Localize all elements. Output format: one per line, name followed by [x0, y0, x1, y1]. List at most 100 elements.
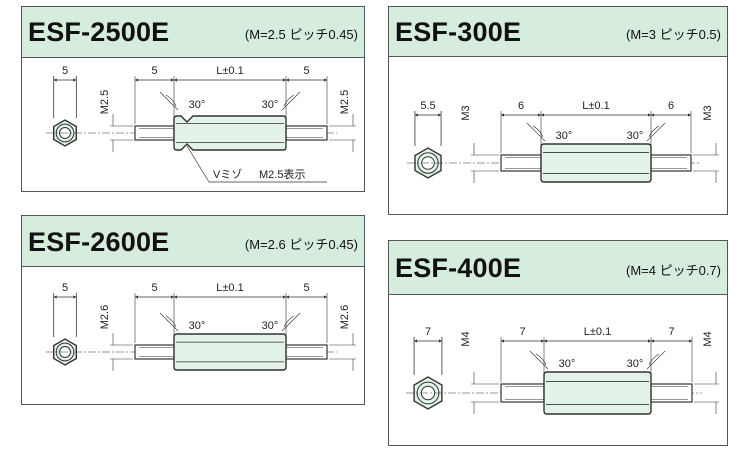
angle-right-label: 30°	[627, 130, 644, 142]
spacer-body	[540, 143, 652, 183]
arrowhead	[544, 339, 547, 343]
right-stud-length-label: 5	[303, 65, 309, 77]
hex-width-label: 7	[425, 326, 431, 338]
angle-left-label: 30°	[559, 358, 576, 370]
arrowhead	[324, 295, 327, 299]
spacer-body	[173, 115, 287, 151]
body-length-label: L±0.1	[216, 65, 243, 77]
left-stud-length-label: 5	[151, 65, 157, 77]
angle-arc-left	[165, 315, 177, 328]
arrowhead	[286, 295, 289, 299]
angle-right-label: 30°	[627, 358, 644, 370]
angle-left-label: 30°	[556, 130, 573, 142]
spacer-body	[543, 371, 652, 415]
angle-leader-right	[646, 350, 666, 370]
right-thread-stud	[285, 125, 328, 141]
panel-esf-2500e: ESF-2500E (M=2.5 ピッチ0.45) 5 5 L±0.1 5 30° 30°…	[21, 6, 365, 192]
body-length-label: L±0.1	[582, 100, 609, 112]
right-stud-length-label: 5	[303, 282, 309, 294]
arrowhead	[53, 78, 57, 82]
arrowhead	[438, 339, 442, 343]
thread-diameter-label-left: M2.5	[99, 90, 111, 114]
body-length-label: L±0.1	[216, 282, 243, 294]
arrowhead	[651, 113, 654, 117]
thread-diameter-label-left: M2.6	[99, 305, 111, 329]
arrowhead	[648, 113, 651, 117]
arrowhead	[324, 78, 327, 82]
panel-title: ESF-2600E	[28, 227, 170, 257]
left-stud-length-label: 6	[518, 100, 524, 112]
right-thread-stud	[285, 344, 328, 360]
angle-leader-left	[159, 91, 179, 111]
groove-leader	[186, 145, 210, 183]
thread-mark-note-label: M2.5表示	[259, 167, 305, 181]
angle-leader-left	[526, 122, 546, 142]
angle-arc-left	[532, 125, 544, 138]
angle-right-label: 30°	[262, 99, 279, 111]
arrowhead	[286, 78, 289, 82]
left-stud-length-label: 7	[519, 326, 525, 338]
left-stud-length-label: 5	[151, 282, 157, 294]
panel-esf-2600e: ESF-2600E (M=2.6 ピッチ0.45) 5 5 L±0.1 5 30° 30°…	[21, 215, 365, 405]
left-thread-stud	[134, 344, 175, 360]
arrowhead	[689, 339, 692, 343]
left-thread-stud	[134, 125, 175, 141]
arrowhead	[688, 113, 691, 117]
arrowhead	[135, 295, 138, 299]
spacer-drawing: 5 5 L±0.1 5 30° 30° M2.6 M2.6	[46, 282, 356, 371]
arrowhead	[538, 113, 541, 117]
arrowhead	[501, 339, 504, 343]
angle-arc-right	[283, 94, 295, 107]
arrowhead	[171, 78, 174, 82]
angle-leader-right	[281, 312, 301, 332]
panel-title: ESF-400E	[395, 253, 522, 283]
angle-left-label: 30°	[189, 320, 206, 332]
arrowhead	[171, 295, 174, 299]
panel-title: ESF-2500E	[28, 17, 170, 47]
arrowhead	[135, 78, 138, 82]
arrowhead	[73, 295, 77, 299]
spacer-body	[173, 333, 287, 371]
thread-diameter-label-right: M3	[702, 105, 714, 120]
angle-arc-left	[165, 94, 177, 107]
thread-diameter-label-right: M2.6	[339, 305, 351, 329]
arrowhead	[648, 339, 651, 343]
arrowhead	[438, 113, 442, 117]
body-length-label: L±0.1	[584, 326, 611, 338]
angle-left-label: 30°	[189, 99, 206, 111]
thread-spec: (M=2.6 ピッチ0.45)	[244, 237, 358, 252]
right-stud-length-label: 7	[668, 326, 674, 338]
panel-header: ESF-300E (M=3 ピッチ0.5)	[389, 7, 727, 57]
angle-leader-right	[646, 122, 666, 142]
thread-diameter-label-left: M3	[460, 105, 472, 120]
thread-diameter-label-left: M4	[460, 331, 472, 346]
hex-width-label: 5	[62, 282, 68, 294]
arrowhead	[541, 113, 544, 117]
arrowhead	[541, 339, 544, 343]
arrowhead	[414, 113, 418, 117]
panel-title: ESF-300E	[395, 17, 522, 47]
hex-width-label: 5	[62, 65, 68, 77]
thread-spec: (M=4 ピッチ0.7)	[626, 263, 721, 278]
angle-arc-right	[283, 315, 295, 328]
panel-esf-400e: ESF-400E (M=4 ピッチ0.7) 7 7 L±0.1 7 30° 30° M4 M4	[388, 240, 728, 446]
thread-diameter-label-right: M4	[702, 331, 714, 346]
arrowhead	[283, 295, 286, 299]
angle-arc-right	[648, 125, 660, 138]
arrowhead	[283, 78, 286, 82]
groove-note-label: Vミゾ	[213, 168, 242, 181]
arrowhead	[174, 78, 177, 82]
arrowhead	[53, 295, 57, 299]
angle-leader-left	[159, 312, 179, 332]
arrowhead	[174, 295, 177, 299]
thread-spec: (M=2.5 ピッチ0.45)	[244, 27, 358, 42]
angle-arc-left	[535, 353, 547, 366]
thread-spec: (M=3 ピッチ0.5)	[626, 27, 721, 42]
panel-header: ESF-400E (M=4 ピッチ0.7)	[389, 241, 727, 295]
thread-diameter-label-right: M2.5	[339, 90, 351, 114]
arrowhead	[501, 113, 504, 117]
angle-right-label: 30°	[262, 320, 279, 332]
angle-arc-right	[648, 353, 660, 366]
